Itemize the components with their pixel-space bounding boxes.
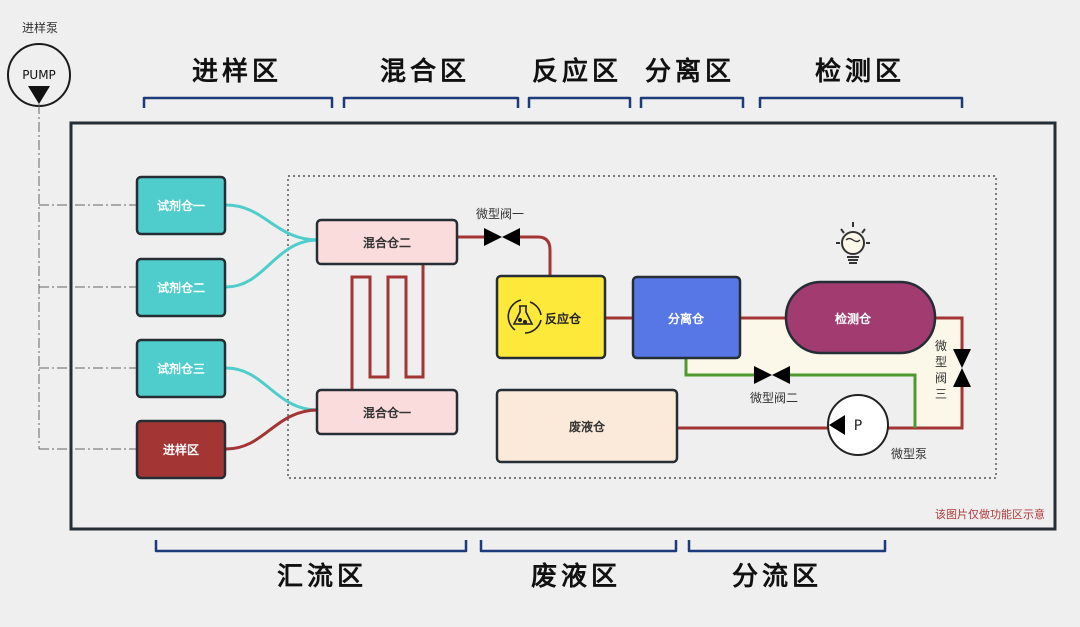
valve-1-icon[interactable] <box>484 228 520 246</box>
sample-pump[interactable]: PUMP <box>7 43 71 107</box>
channel-reagent2-mix2 <box>225 238 319 289</box>
bracket-diversion <box>687 540 887 553</box>
pump-symbol-text: PUMP <box>22 68 56 82</box>
separation-chamber[interactable]: 分离仓 <box>631 275 742 360</box>
zone-label-separation: 分离区 <box>645 56 735 87</box>
reagent-chamber-1-label: 试剂仓一 <box>157 198 205 213</box>
channel-valve2-return <box>790 373 917 428</box>
valve-3-icon[interactable] <box>953 349 971 387</box>
svg-text:型: 型 <box>935 355 947 369</box>
svg-text:微: 微 <box>935 339 947 353</box>
reagent-chamber-3-label: 试剂仓三 <box>157 361 205 376</box>
micro-pump-arrow-icon <box>829 415 845 435</box>
bracket-separation <box>639 96 745 108</box>
reagent-chamber-2[interactable]: 试剂仓二 <box>135 257 227 318</box>
bracket-reaction <box>527 96 632 108</box>
valve-2-label: 微型阀二 <box>750 391 798 405</box>
zone-label-confluence: 汇流区 <box>277 562 367 592</box>
schematic-note: 该图片仅做功能区示意 <box>935 507 1045 521</box>
zone-label-reaction: 反应区 <box>532 56 622 87</box>
chip-frame <box>69 121 1057 531</box>
micro-pump[interactable]: P <box>827 394 889 456</box>
svg-text:三: 三 <box>935 387 947 401</box>
svg-text:阀: 阀 <box>935 371 947 385</box>
micro-pump-symbol: P <box>854 418 862 434</box>
sample-inlet-label: 进样区 <box>163 442 199 457</box>
separation-chamber-label: 分离仓 <box>668 311 705 326</box>
detection-chamber[interactable]: 检测仓 <box>784 280 937 355</box>
reagent-chamber-2-label: 试剂仓二 <box>157 280 205 295</box>
mixing-chamber-2-label: 混合仓二 <box>363 235 411 250</box>
micro-pump-label: 微型泵 <box>891 447 927 461</box>
pump-control-lines <box>38 104 136 450</box>
reagent-chamber-3[interactable]: 试剂仓三 <box>135 338 227 399</box>
mixing-chamber-1-label: 混合仓一 <box>363 405 411 420</box>
sample-inlet-chamber[interactable]: 进样区 <box>135 419 227 480</box>
reaction-chamber[interactable]: 反应仓 <box>495 274 607 360</box>
bracket-detection <box>758 96 964 108</box>
bracket-sampling <box>142 96 334 108</box>
pump-arrow-icon <box>28 86 50 104</box>
zone-label-sampling: 进样区 <box>192 56 282 87</box>
reaction-chamber-label: 反应仓 <box>545 311 582 326</box>
detection-chamber-label: 检测仓 <box>835 311 872 326</box>
light-bulb-icon <box>836 222 870 264</box>
valve-1-label: 微型阀一 <box>476 207 524 221</box>
bracket-confluence <box>154 540 468 553</box>
channel-reagent3-mix1 <box>225 366 319 412</box>
channel-sample-mix1 <box>225 408 319 451</box>
reagent-chamber-1[interactable]: 试剂仓一 <box>135 175 227 236</box>
bracket-mixing <box>342 96 520 108</box>
flask-cycle-icon <box>507 299 542 334</box>
zone-label-waste: 废液区 <box>531 561 621 592</box>
valve-3-vertical-label: 微 型 阀 三 <box>935 339 947 401</box>
channel-separation-valve2 <box>684 358 754 377</box>
pump-title: 进样泵 <box>22 20 58 35</box>
bracket-waste <box>479 540 678 553</box>
serpentine-mixer-channel <box>350 263 425 390</box>
channel-valve3-pump <box>888 386 964 430</box>
zone-label-mixing: 混合区 <box>380 56 470 87</box>
valve-2-icon[interactable] <box>754 366 790 384</box>
channel-reagent1-mix2 <box>225 203 319 242</box>
channel-valve1-reaction <box>518 235 552 276</box>
zone-label-diversion: 分流区 <box>732 562 822 592</box>
channel-detection-valve3 <box>935 316 964 352</box>
mixing-chamber-2[interactable]: 混合仓二 <box>315 218 459 266</box>
waste-chamber[interactable]: 废液仓 <box>495 388 679 464</box>
mixing-chamber-1[interactable]: 混合仓一 <box>315 388 459 436</box>
zone-label-detection: 检测区 <box>815 56 905 87</box>
waste-chamber-label: 废液仓 <box>569 419 606 434</box>
